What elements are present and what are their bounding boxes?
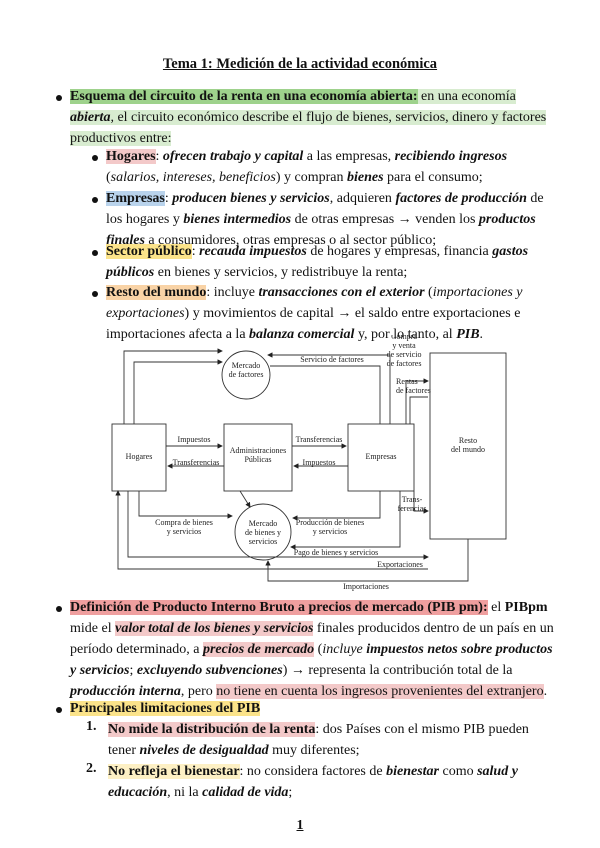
item-sector-publico: Sector público: recauda impuestos de hog… xyxy=(106,244,529,280)
node-administraciones xyxy=(223,423,293,492)
bullet xyxy=(92,197,98,203)
label-empresas: Empresas xyxy=(365,452,396,461)
list-number: 1. xyxy=(86,719,97,734)
section-limitaciones: Principales limitaciones del PIB xyxy=(70,698,560,719)
label-transferencias: Transferencias xyxy=(296,435,343,444)
bullet xyxy=(56,606,62,612)
label-transferencias: Transferencias xyxy=(173,458,220,467)
list-item: No mide la distribución de la renta: dos… xyxy=(108,722,529,758)
page-title: Tema 1: Medición de la actividad económi… xyxy=(162,56,438,72)
bullet xyxy=(92,291,98,297)
node-empresas xyxy=(347,423,415,492)
label-impuestos: Impuestos xyxy=(303,458,336,467)
node-mercado-bienes xyxy=(234,503,292,561)
item-label: Hogares xyxy=(106,149,156,164)
page-number: 1 xyxy=(296,818,304,833)
item-empresas: Empresas: producen bienes y servicios, a… xyxy=(106,191,544,248)
item-label: Sector público xyxy=(106,244,192,259)
label-pago-bienes: Pago de bienes y servicios xyxy=(294,548,378,557)
label-hogares: Hogares xyxy=(126,452,153,461)
list-item: No refleja el bienestar: no considera fa… xyxy=(108,764,518,800)
text: abierta xyxy=(70,110,111,125)
list-number: 2. xyxy=(86,761,97,776)
bullet xyxy=(56,707,62,713)
bullet xyxy=(92,155,98,161)
label-exportaciones: Exportaciones xyxy=(377,560,423,569)
label-impuestos: Impuestos xyxy=(178,435,211,444)
item-resto-mundo: Resto del mundo: incluye transacciones c… xyxy=(106,285,523,342)
bullet xyxy=(92,250,98,256)
item-label: Empresas xyxy=(106,191,165,206)
item-label: Resto del mundo xyxy=(106,285,207,300)
bullet xyxy=(56,95,62,101)
label-servicio-factores: Servicio de factores xyxy=(300,355,364,364)
node-mercado-factores xyxy=(221,350,271,400)
item-hogares: Hogares: ofrecen trabajo y capital a las… xyxy=(106,149,508,185)
section-heading: Esquema del circuito de la renta en una … xyxy=(70,89,418,104)
label-transferencias: Trans-ferencias xyxy=(398,495,427,513)
label-importaciones: Importaciones xyxy=(343,582,389,591)
text: en una economía xyxy=(417,89,516,104)
section-circuito: Esquema del circuito de la renta en una … xyxy=(70,86,560,149)
text: , el circuito económico describe el fluj… xyxy=(70,110,547,146)
section-heading: Definición de Producto Interno Bruto a p… xyxy=(70,600,488,615)
section-pib-definicion: Definición de Producto Interno Bruto a p… xyxy=(70,600,554,699)
section-heading: Principales limitaciones del PIB xyxy=(70,701,261,716)
